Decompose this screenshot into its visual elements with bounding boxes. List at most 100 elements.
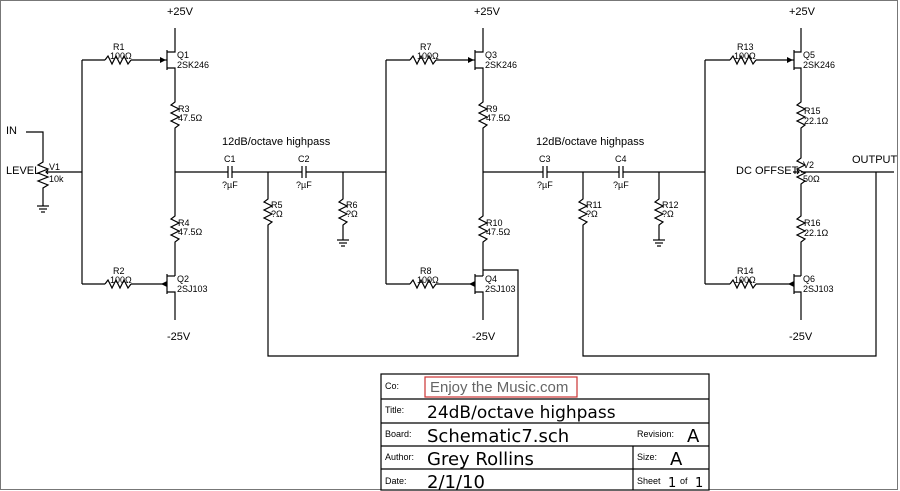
filter-1-title: 12dB/octave highpass bbox=[222, 136, 331, 148]
pos-rail-3: +25V bbox=[789, 6, 816, 18]
r14-value: 100Ω bbox=[734, 275, 756, 285]
v1-ref: V1 bbox=[49, 162, 60, 172]
tb-date-label: Date: bbox=[385, 476, 407, 486]
tb-co-value: Enjoy the Music.com bbox=[430, 379, 568, 396]
tb-title-value: 24dB/octave highpass bbox=[427, 403, 616, 423]
q6-ref: Q6 bbox=[803, 274, 815, 284]
tb-author-label: Author: bbox=[385, 452, 414, 462]
r11-ref: R11 bbox=[586, 200, 602, 210]
q2-ref: Q2 bbox=[177, 274, 189, 284]
v1-potentiometer bbox=[36, 158, 52, 213]
neg-rail-1: -25V bbox=[167, 331, 191, 343]
brand-box bbox=[424, 376, 578, 398]
tb-size-label: Size: bbox=[637, 452, 657, 462]
c2-ref: C2 bbox=[298, 154, 310, 164]
q3-value: 2SK246 bbox=[485, 60, 517, 70]
r9-ref: R9 bbox=[486, 104, 498, 114]
pos-rail-2: +25V bbox=[474, 6, 501, 18]
q3-ref: Q3 bbox=[485, 50, 497, 60]
r5-value: ?Ω bbox=[271, 209, 283, 219]
r8-ref: R8 bbox=[420, 266, 432, 276]
r15-value: 22.1Ω bbox=[804, 116, 829, 126]
r6-value: ?Ω bbox=[346, 209, 358, 219]
r12-ref: R12 bbox=[662, 200, 679, 210]
r6-ref: R6 bbox=[346, 200, 358, 210]
v2-value: 50Ω bbox=[803, 174, 820, 184]
ground-symbol bbox=[337, 239, 349, 247]
q1-value: 2SK246 bbox=[177, 60, 209, 70]
q1-ref: Q1 bbox=[177, 50, 189, 60]
r3-value: 47.5Ω bbox=[178, 113, 203, 123]
q2-jfet bbox=[82, 274, 176, 320]
in-label: IN bbox=[6, 125, 17, 137]
tb-co-label: Co: bbox=[385, 381, 399, 391]
tb-board-label: Board: bbox=[385, 429, 412, 439]
r4-value: 47.5Ω bbox=[178, 227, 203, 237]
neg-rail-2: -25V bbox=[472, 331, 496, 343]
c1-value: ?µF bbox=[222, 180, 238, 190]
r8-value: 100Ω bbox=[417, 275, 439, 285]
q5-jfet bbox=[787, 28, 802, 98]
tb-revision-value: A bbox=[687, 426, 700, 447]
buffer-stage-2: R7 100Ω +25V Q3 2SK246 R9 47.5Ω R10 47.5… bbox=[385, 6, 517, 343]
r4-ref: R4 bbox=[178, 218, 190, 228]
r2-ref: R2 bbox=[113, 266, 125, 276]
c3-value: ?µF bbox=[537, 180, 553, 190]
ground-symbol bbox=[653, 239, 665, 247]
r5-ref: R5 bbox=[271, 200, 283, 210]
pos-rail-1: +25V bbox=[167, 6, 194, 18]
q1-jfet bbox=[160, 28, 176, 98]
q6-value: 2SJ103 bbox=[803, 284, 834, 294]
r10-ref: R10 bbox=[486, 218, 503, 228]
tb-sheet-num: 1 bbox=[668, 476, 676, 491]
tb-title-label: Title: bbox=[385, 405, 404, 415]
q4-jfet bbox=[386, 274, 484, 320]
input-section: IN LEVEL V1 10k bbox=[6, 125, 82, 213]
r13-ref: R13 bbox=[737, 42, 754, 52]
tb-board-value: Schematic7.sch bbox=[427, 426, 569, 447]
c4-value: ?µF bbox=[613, 180, 629, 190]
r10-value: 47.5Ω bbox=[486, 227, 511, 237]
r1-value: 100Ω bbox=[110, 51, 132, 61]
v1-value: 10k bbox=[49, 174, 64, 184]
r7-value: 100Ω bbox=[417, 51, 439, 61]
tb-sheet-label: Sheet bbox=[637, 476, 661, 486]
q5-value: 2SK246 bbox=[803, 60, 835, 70]
q5-ref: Q5 bbox=[803, 50, 815, 60]
q3-jfet bbox=[468, 28, 484, 98]
q4-value: 2SJ103 bbox=[485, 284, 516, 294]
v2-potentiometer bbox=[793, 132, 807, 212]
q4-ref: Q4 bbox=[485, 274, 497, 284]
q6-jfet bbox=[705, 274, 802, 320]
v2-ref: V2 bbox=[803, 160, 814, 170]
r1-ref: R1 bbox=[113, 42, 125, 52]
r2-value: 100Ω bbox=[110, 275, 132, 285]
dc-offset-label: DC OFFSET bbox=[736, 165, 799, 177]
r7-ref: R7 bbox=[420, 42, 432, 52]
q2-value: 2SJ103 bbox=[177, 284, 208, 294]
r12-value: ?Ω bbox=[662, 209, 674, 219]
c1-ref: C1 bbox=[224, 154, 236, 164]
c2-value: ?µF bbox=[296, 180, 312, 190]
tb-author-value: Grey Rollins bbox=[427, 449, 534, 470]
output-label: OUTPUT bbox=[852, 154, 898, 166]
r3-ref: R3 bbox=[178, 104, 190, 114]
r14-ref: R14 bbox=[737, 266, 754, 276]
c3-ref: C3 bbox=[539, 154, 551, 164]
r15-ref: R15 bbox=[804, 106, 821, 116]
tb-size-value: A bbox=[670, 449, 683, 470]
ground-symbol bbox=[37, 205, 49, 213]
c4-ref: C4 bbox=[615, 154, 627, 164]
title-block: Co: Enjoy the Music.com Title: 24dB/octa… bbox=[380, 373, 710, 491]
r16-ref: R16 bbox=[804, 218, 821, 228]
tb-date-value: 2/1/10 bbox=[427, 472, 485, 491]
buffer-stage-1: R1 100Ω +25V Q1 2SK246 R3 47.5Ω R4 47.5Ω bbox=[81, 6, 209, 343]
neg-rail-3: -25V bbox=[789, 331, 813, 343]
r11-value: ?Ω bbox=[586, 209, 598, 219]
filter-2-title: 12dB/octave highpass bbox=[536, 136, 645, 148]
r16-value: 22.1Ω bbox=[804, 228, 829, 238]
r13-value: 100Ω bbox=[734, 51, 756, 61]
r9-value: 47.5Ω bbox=[486, 113, 511, 123]
